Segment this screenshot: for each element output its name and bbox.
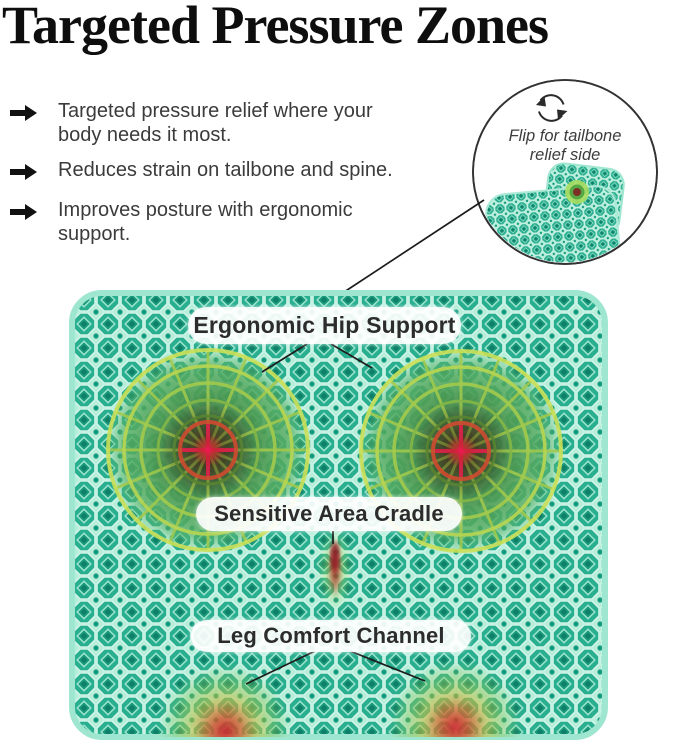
leg-channel-spot-right xyxy=(389,661,521,737)
bullet-text: Improves posture with ergonomic support. xyxy=(58,199,353,245)
arrow-right-icon xyxy=(10,204,37,220)
connector-line-leg-right xyxy=(349,650,426,682)
bullet-item: Targeted pressure relief where your body… xyxy=(10,100,410,147)
zone-label: Leg Comfort Channel xyxy=(217,623,445,648)
mini-tailbone-zone xyxy=(565,180,589,204)
label-sensitive-area-cradle: Sensitive Area Cradle xyxy=(196,497,462,531)
connector-line-leg-left xyxy=(245,650,316,685)
label-connector-lines xyxy=(245,343,426,685)
bullet-text: Reduces strain on tailbone and spine. xyxy=(58,159,393,181)
bullet-item: Reduces strain on tailbone and spine. xyxy=(10,159,410,183)
connector-line-inset xyxy=(334,199,485,299)
tailbone-cradle-streak xyxy=(317,528,353,612)
bullet-text: Targeted pressure relief where your body… xyxy=(58,100,373,146)
zone-label: Sensitive Area Cradle xyxy=(214,501,444,526)
zone-label: Ergonomic Hip Support xyxy=(193,312,456,338)
leg-channel-spot-left xyxy=(159,665,291,737)
flip-inset xyxy=(472,79,658,265)
flip-note-line1: Flip for tailbone xyxy=(508,127,622,145)
connector-line-hip-right xyxy=(330,343,373,369)
flip-note-line2: relief side xyxy=(529,145,601,164)
connector-line-hip-left xyxy=(261,343,308,373)
arrow-right-icon xyxy=(10,105,37,121)
label-leg-comfort-channel: Leg Comfort Channel xyxy=(191,620,471,652)
flip-note: Flip for tailbone relief side xyxy=(480,127,650,165)
label-ergonomic-hip-support: Ergonomic Hip Support xyxy=(188,307,461,344)
rotate-arrows-icon xyxy=(536,94,568,122)
bullet-item: Improves posture with ergonomic support. xyxy=(10,199,410,246)
arrow-right-icon xyxy=(10,164,37,180)
page-title: Targeted Pressure Zones xyxy=(2,0,549,55)
